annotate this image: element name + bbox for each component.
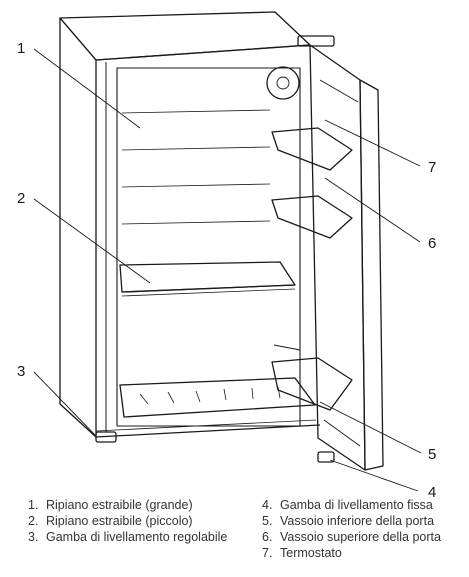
adjustable-leg-icon: [95, 431, 117, 443]
fixed-leg-icon: [317, 451, 335, 463]
fridge-cabinet: [59, 11, 335, 463]
thermostat-icon: [266, 66, 300, 100]
callout-6: 6: [428, 235, 436, 252]
back-wall-ribs: [121, 109, 271, 225]
small-shelf: [119, 261, 296, 297]
callout-3: 3: [17, 363, 25, 380]
door-tray-middle: [271, 195, 353, 239]
legend-item-7: 7.Termostato: [262, 546, 342, 560]
fridge-door: [266, 44, 384, 471]
legend-item-6: 6.Vassoio superiore della porta: [262, 530, 441, 544]
legend-item-3: 3.Gamba di livellamento regolabile: [28, 530, 228, 544]
legend-item-5: 5.Vassoio inferiore della porta: [262, 514, 435, 528]
legend-item-2: 2.Ripiano estraibile (piccolo): [28, 514, 193, 528]
callout-1: 1: [17, 40, 25, 57]
callout-lines: [33, 48, 422, 492]
crisper-drawer: [119, 377, 316, 418]
legend-left-column: 1.Ripiano estraibile (grande) 2.Ripiano …: [28, 497, 238, 545]
legend-item-4: 4.Gamba di livellamento fissa: [262, 498, 433, 512]
door-tray-upper: [271, 127, 353, 171]
legend-right-column: 4.Gamba di livellamento fissa 5.Vassoio …: [262, 497, 462, 561]
legend-item-1: 1.Ripiano estraibile (grande): [28, 498, 193, 512]
door-tray-lower: [271, 357, 353, 411]
callout-4: 4: [428, 484, 436, 501]
callout-2: 2: [17, 190, 25, 207]
callout-7: 7: [428, 159, 436, 176]
callout-5: 5: [428, 446, 436, 463]
